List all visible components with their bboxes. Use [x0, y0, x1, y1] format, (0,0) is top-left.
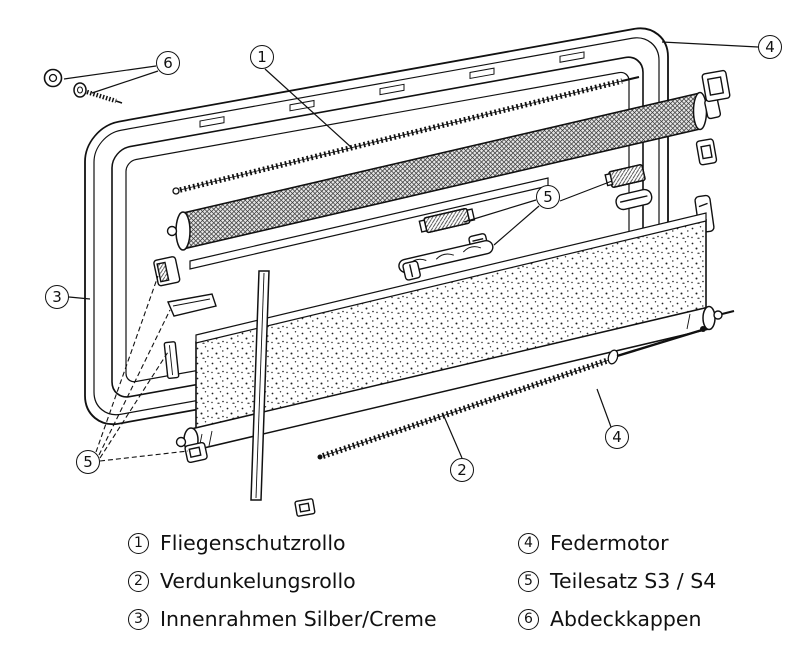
legend-item-abdeckkappen: 6 Abdeckkappen — [518, 607, 716, 631]
legend-label: Fliegenschutzrollo — [160, 531, 346, 555]
mounting-parts-left — [153, 256, 217, 464]
blind-end-cap-right — [702, 305, 716, 331]
legend-item-federmotor: 4 Federmotor — [518, 531, 716, 555]
mounting-parts-middle — [398, 207, 494, 281]
legend-item-verdunkelungsrollo: 2 Verdunkelungsrollo — [128, 569, 437, 593]
callout-3: 3 — [45, 285, 69, 309]
roller-end-cap-left — [175, 211, 191, 251]
cover-cap-and-screw — [43, 68, 123, 104]
legend-label: Federmotor — [550, 531, 669, 555]
legend-column-right: 4 Federmotor 5 Teilesatz S3 / S4 6 Abdec… — [518, 531, 716, 631]
callout-1: 1 — [250, 45, 274, 69]
frame-slot-details — [199, 51, 585, 128]
leader-lines — [63, 41, 759, 462]
callout-4-top: 4 — [758, 35, 782, 59]
legend-label: Verdunkelungsrollo — [160, 569, 356, 593]
callout-2: 2 — [450, 458, 474, 482]
legend-column-left: 1 Fliegenschutzrollo 2 Verdunkelungsroll… — [128, 531, 437, 631]
legend-number-3: 3 — [128, 608, 149, 630]
mounting-parts-right — [604, 69, 731, 233]
legend-number-2: 2 — [128, 570, 149, 592]
legend-label: Abdeckkappen — [550, 607, 702, 631]
legend-number-6: 6 — [518, 608, 539, 630]
legend-number-5: 5 — [518, 570, 539, 592]
callout-5-bottom: 5 — [76, 450, 100, 474]
legend-item-fliegenschutzrollo: 1 Fliegenschutzrollo — [128, 531, 437, 555]
legend-label: Innenrahmen Silber/Creme — [160, 607, 437, 631]
blackout-blind — [175, 212, 735, 453]
legend-label: Teilesatz S3 / S4 — [550, 569, 717, 593]
side-rail-strip — [250, 270, 316, 517]
roller-end-cap-right — [692, 91, 708, 131]
spring-motor-rod — [317, 326, 706, 460]
callout-5-middle: 5 — [536, 185, 560, 209]
blind-top-rail — [195, 212, 707, 344]
callout-6: 6 — [156, 51, 180, 75]
rail-clip — [294, 498, 316, 517]
callout-4-bottom: 4 — [605, 425, 629, 449]
legend-item-innenrahmen: 3 Innenrahmen Silber/Creme — [128, 607, 437, 631]
window-exploded-diagram — [43, 27, 759, 517]
legend-number-4: 4 — [518, 532, 539, 554]
legend-number-1: 1 — [128, 532, 149, 554]
flyscreen-spring-rod — [172, 76, 640, 195]
legend-item-teilesatz: 5 Teilesatz S3 / S4 — [518, 569, 716, 593]
flyscreen-roller — [166, 91, 722, 270]
